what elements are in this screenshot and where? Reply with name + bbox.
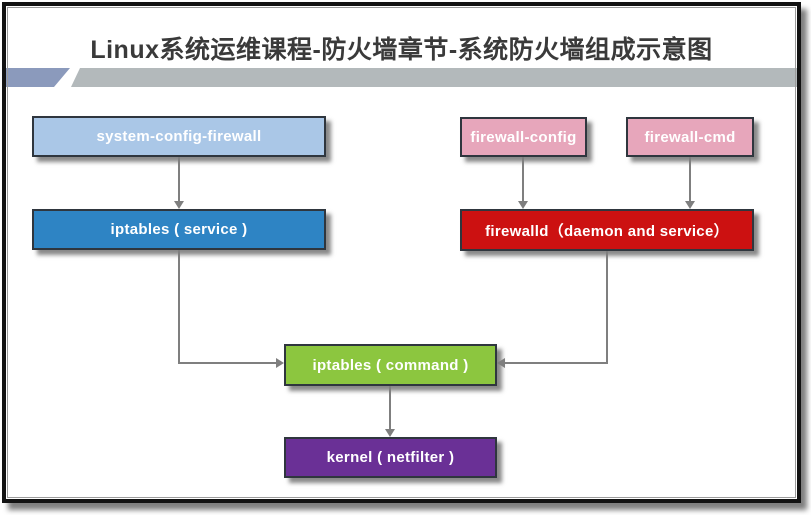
node-label: kernel ( netfilter ) — [326, 449, 455, 466]
connector-iptcommand-to-kernel-line — [389, 386, 391, 429]
node-label: firewall-cmd — [644, 128, 736, 146]
accent-band — [6, 68, 797, 87]
connector-iptservice-to-iptcommand-arrowhead-icon — [276, 358, 284, 368]
page-title: Linux系统运维课程-防火墙章节-系统防火墙组成示意图 — [90, 36, 713, 64]
accent-band-right-parallelogram — [71, 68, 797, 87]
connector-iptservice-to-iptcommand-hline — [178, 362, 276, 364]
node-label: iptables ( service ) — [110, 221, 248, 238]
connector-firewalld-to-iptcommand-arrowhead-icon — [497, 358, 505, 368]
connector-fwconfig-to-firewalld-arrowhead-icon — [518, 201, 528, 209]
connector-fwconfig-to-firewalld-line — [522, 157, 524, 201]
connector-fwcmd-to-firewalld-line — [689, 157, 691, 201]
connector-firewalld-to-iptcommand-vline — [606, 251, 608, 364]
node-firewall-config: firewall-config — [460, 117, 587, 157]
node-label: firewalld（daemon and service） — [485, 222, 729, 240]
connector-firewalld-to-iptcommand-hline — [505, 362, 608, 364]
node-iptables-command: iptables ( command ) — [284, 344, 497, 386]
connector-fwcmd-to-firewalld-arrowhead-icon — [685, 201, 695, 209]
node-label: iptables ( command ) — [312, 356, 469, 374]
connector-iptservice-to-iptcommand-vline — [178, 250, 180, 364]
connector-scf-to-iptables-service-arrowhead-icon — [174, 201, 184, 209]
node-firewall-cmd: firewall-cmd — [626, 117, 754, 157]
connector-scf-to-iptables-service-line — [178, 157, 180, 201]
slide-frame: Linux系统运维课程-防火墙章节-系统防火墙组成示意图 system-conf… — [2, 2, 801, 503]
accent-band-left-parallelogram — [6, 68, 70, 87]
node-iptables-service: iptables ( service ) — [32, 209, 326, 250]
node-system-config-firewall: system-config-firewall — [32, 116, 326, 157]
node-firewalld: firewalld（daemon and service） — [460, 209, 754, 251]
node-label: system-config-firewall — [96, 128, 262, 145]
slide-canvas: Linux系统运维课程-防火墙章节-系统防火墙组成示意图 system-conf… — [6, 6, 797, 499]
connector-iptcommand-to-kernel-arrowhead-icon — [385, 429, 395, 437]
node-label: firewall-config — [470, 128, 577, 146]
node-kernel-netfilter: kernel ( netfilter ) — [284, 437, 497, 478]
